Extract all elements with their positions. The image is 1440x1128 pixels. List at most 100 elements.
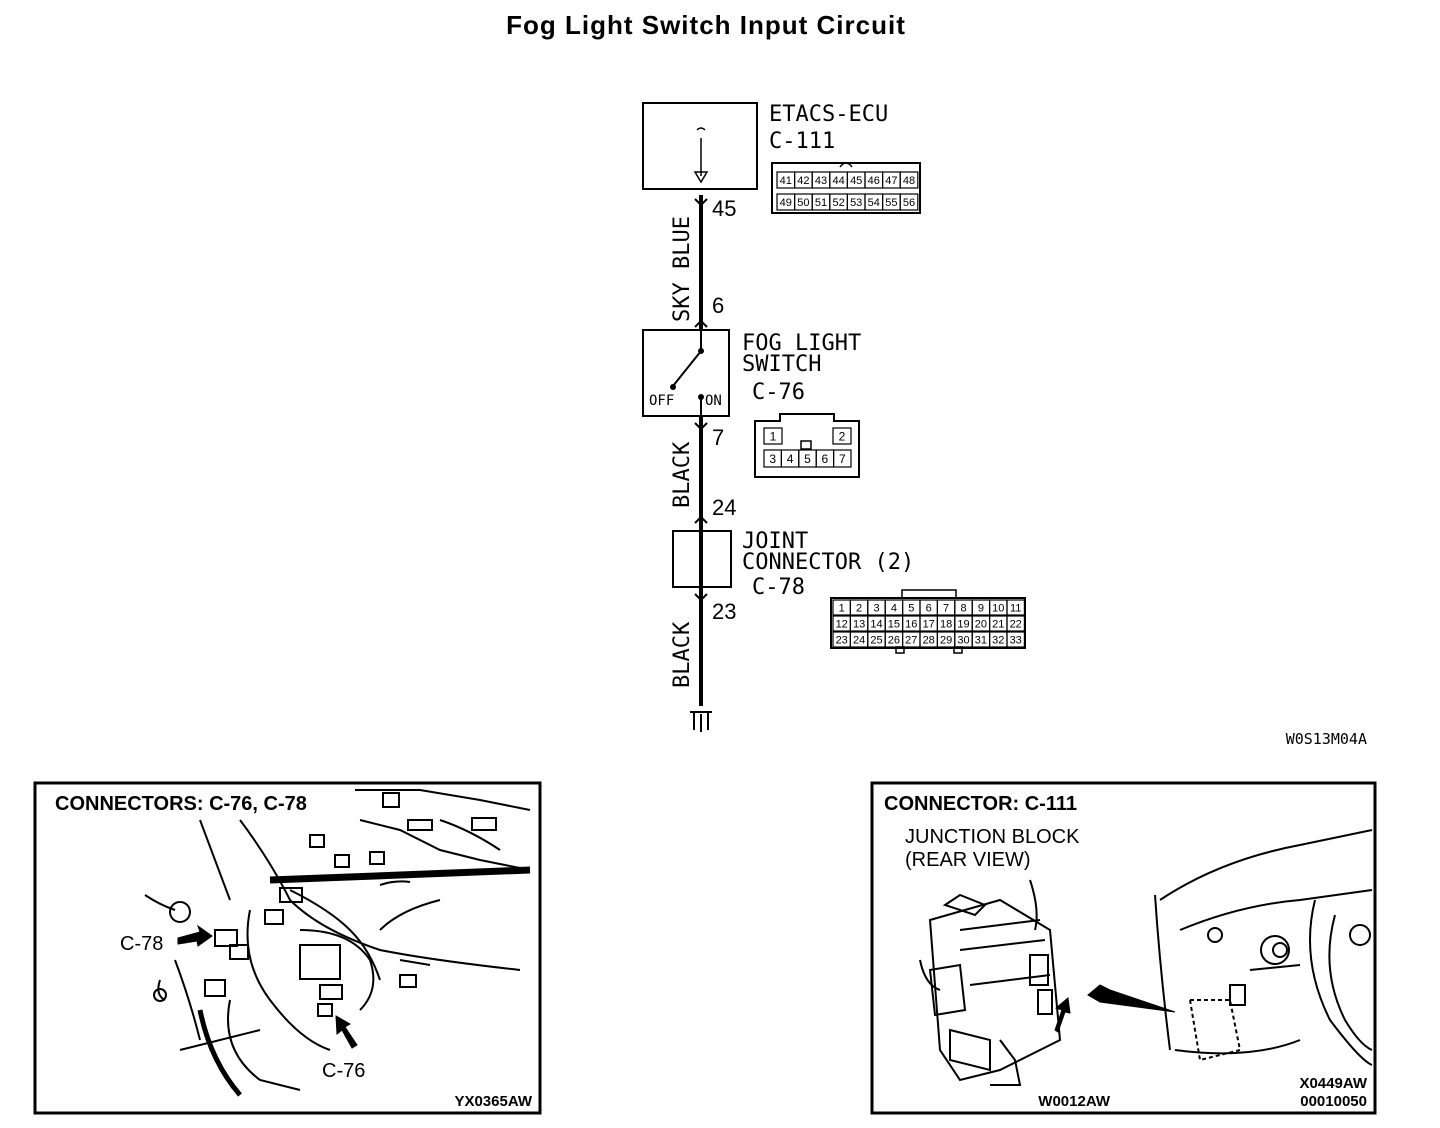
dashboard-harness-illustration: [144, 789, 531, 1097]
fog-switch-label-1: FOG LIGHT: [742, 331, 861, 356]
view-direction-arrow: [1087, 984, 1176, 1013]
fog-light-switch-unit: OFF ON FOG LIGHT SWITCH C-76: [642, 329, 861, 417]
resistor-icon: [696, 127, 706, 131]
c78-pin-6-label: 6: [926, 602, 932, 614]
c111-pin-51-label: 51: [815, 197, 827, 209]
wire-color-black-2: BLACK: [670, 621, 695, 688]
c78-pin-29-label: 29: [940, 634, 952, 646]
c76-pin-5-label: 5: [804, 452, 811, 466]
c111-pin-42-label: 42: [797, 175, 809, 187]
c78-pin-4-label: 4: [891, 602, 897, 614]
c78-pin-2-label: 2: [856, 602, 862, 614]
c76-pin-4-label: 4: [787, 452, 794, 466]
joint-connector-label: C-78: [752, 575, 805, 600]
fog-switch-label-2: SWITCH: [742, 352, 821, 377]
c78-pin-15-label: 15: [888, 618, 900, 630]
diagram-title: Fog Light Switch Input Circuit: [506, 10, 906, 40]
wire-color-black-1: BLACK: [670, 441, 695, 508]
c78-pin-9-label: 9: [978, 602, 984, 614]
fog-switch-box: [642, 329, 730, 417]
pin-23-marker: [694, 593, 708, 602]
c78-pin-30-label: 30: [957, 634, 969, 646]
c76-pin-2-label: 2: [839, 429, 846, 443]
etacs-ecu-label: ETACS-ECU: [769, 102, 888, 127]
pin-24-label: 24: [712, 495, 736, 520]
panel-right-frame: [870, 781, 1377, 1115]
c78-pin-23-label: 23: [836, 634, 848, 646]
c78-pin-32-label: 32: [992, 634, 1004, 646]
c78-pin-3-label: 3: [873, 602, 879, 614]
junction-block-pointer-arrow: [1054, 997, 1071, 1033]
joint-label-2: CONNECTOR (2): [742, 550, 914, 575]
c78-pin-16-label: 16: [905, 618, 917, 630]
c78-pin-5-label: 5: [908, 602, 914, 614]
c78-pin-26-label: 26: [888, 634, 900, 646]
c111-pin-44-label: 44: [832, 175, 844, 187]
pin-45-marker: [694, 198, 708, 207]
etacs-ecu-unit: ETACS-ECU C-111: [642, 102, 888, 190]
panel-right-code-1: W0012AW: [1038, 1093, 1111, 1110]
c78-pin-11-cell: [1006, 599, 1025, 616]
c78-pin-20-label: 20: [975, 618, 987, 630]
c78-pin-22-label: 22: [1010, 618, 1022, 630]
panel-right-code-3: 00010050: [1300, 1093, 1367, 1110]
connector-location-panel-left: CONNECTORS: C-76, C-78: [33, 781, 542, 1115]
c78-pin-10-label: 10: [992, 602, 1004, 614]
switch-off-label: OFF: [649, 393, 674, 409]
pin-7-label: 7: [712, 425, 724, 450]
c78-callout-arrow: [177, 924, 213, 947]
c111-pin-48-cell: [899, 171, 919, 189]
c78-pin-11-label: 11: [1010, 602, 1021, 614]
c78-pin-22-cell: [1006, 615, 1025, 632]
pin-23-label: 23: [712, 599, 736, 624]
c78-pin-33-label: 33: [1010, 634, 1022, 646]
c111-pin-43-label: 43: [815, 175, 827, 187]
joint-connector-unit: JOINT CONNECTOR (2) C-78: [672, 529, 914, 600]
c111-pin-45-label: 45: [850, 175, 862, 187]
c111-pin-55-label: 55: [885, 197, 897, 209]
connector-location-panel-right: CONNECTOR: C-111 JUNCTION BLOCK (REAR VI…: [870, 781, 1377, 1115]
c111-pin-52-label: 52: [832, 197, 844, 209]
c78-pin-8-label: 8: [960, 602, 966, 614]
switch-lever-icon: [672, 350, 702, 387]
panel-right-heading: CONNECTOR: C-111: [884, 793, 1077, 815]
c78-pin-13-label: 13: [853, 618, 865, 630]
junction-block-view-label: (REAR VIEW): [905, 849, 1031, 871]
c78-pin-25-label: 25: [870, 634, 882, 646]
callout-c78-label: C-78: [120, 933, 163, 955]
c78-pin-1-label: 1: [839, 602, 845, 614]
c76-pin-7-cell: [832, 449, 852, 468]
c76-pin-6-label: 6: [822, 452, 829, 466]
c78-pin-14-label: 14: [870, 618, 882, 630]
c78-pin-33-cell: [1006, 631, 1025, 648]
panel-right-code-2: X0449AW: [1299, 1075, 1367, 1092]
junction-block-label: JUNCTION BLOCK: [905, 826, 1080, 848]
c76-pin-1-label: 1: [770, 429, 777, 443]
pin-45-label: 45: [712, 196, 736, 221]
c76-pin-1-cell: [763, 427, 783, 445]
wire-color-sky-blue: SKY BLUE: [670, 216, 695, 322]
c76-pin-7-label: 7: [839, 452, 846, 466]
panel-left-heading: CONNECTORS: C-76, C-78: [55, 793, 307, 815]
c111-pin-49-label: 49: [780, 197, 792, 209]
panel-left-frame: [33, 781, 542, 1115]
switch-on-label: ON: [705, 393, 722, 409]
c76-pin-2-cell: [832, 427, 852, 445]
c111-pin-56-cell: [899, 193, 919, 211]
c111-pin-46-label: 46: [868, 175, 880, 187]
pin-24-marker: [694, 515, 708, 524]
c111-pin-56-label: 56: [903, 197, 915, 209]
c111-pin-41-label: 41: [780, 175, 792, 187]
c78-pin-12-label: 12: [836, 618, 848, 630]
c76-pin-3-label: 3: [769, 452, 776, 466]
ground-icon: [690, 711, 712, 732]
c111-pin-53-label: 53: [850, 197, 862, 209]
etacs-ecu-box: [642, 102, 758, 190]
c78-pin-27-label: 27: [905, 634, 917, 646]
pin-7-marker: [694, 422, 708, 431]
diagram-code: W0S13M04A: [1286, 730, 1367, 748]
